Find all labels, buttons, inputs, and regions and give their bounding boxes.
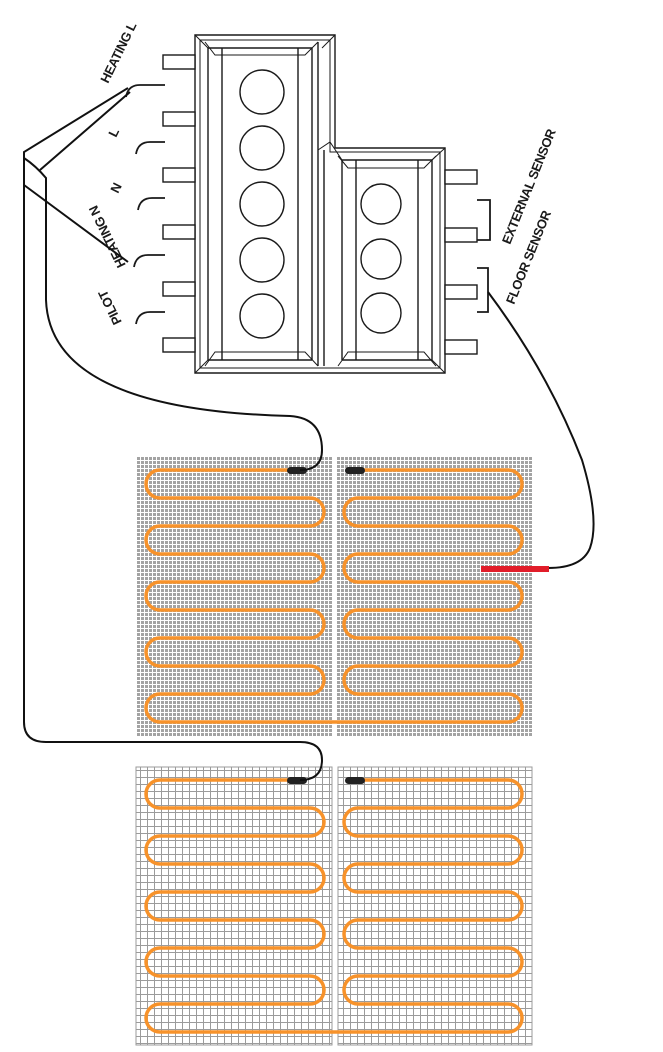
lower-mat-right-panel bbox=[337, 766, 533, 1046]
lower-mat-heating-cable bbox=[144, 778, 524, 1034]
wires bbox=[23, 87, 595, 781]
lower-mat-cold-lead-end bbox=[287, 777, 307, 784]
label-l: L bbox=[105, 126, 122, 140]
upper-mat-heating-cable bbox=[144, 468, 524, 724]
screw-heating-l bbox=[239, 69, 285, 115]
wire-heating-n-upper-mat bbox=[23, 157, 324, 471]
screw-n bbox=[239, 181, 285, 227]
label-heating-l: HEATING L bbox=[97, 19, 139, 85]
floor-sensor-probe bbox=[481, 566, 549, 572]
screw-heating-n bbox=[239, 237, 285, 283]
upper-mat-cold-lead-end bbox=[287, 467, 307, 474]
wire-heating-l-n-cross bbox=[23, 91, 131, 263]
label-external-sensor: EXTERNAL SENSOR bbox=[499, 126, 559, 246]
upper-mat-left-panel bbox=[136, 457, 332, 737]
label-heating-n: HEATING N bbox=[86, 204, 129, 271]
label-pilot: PILOT bbox=[95, 288, 125, 328]
lower-mat-left-panel bbox=[135, 766, 333, 1046]
upper-mat-cable-end bbox=[345, 467, 365, 474]
screw-pilot bbox=[239, 293, 285, 339]
screw-floor-sensor-1 bbox=[360, 238, 402, 280]
screw-floor-sensor-2 bbox=[360, 292, 402, 334]
wire-heating-l-lower-mat bbox=[23, 87, 324, 781]
terminal-block bbox=[194, 34, 446, 374]
terminal-tabs-left bbox=[162, 54, 196, 353]
wire-floor-sensor bbox=[487, 291, 595, 569]
terminal-screws bbox=[239, 69, 402, 339]
upper-mat-right-panel bbox=[336, 457, 532, 737]
label-n: N bbox=[107, 181, 124, 196]
terminal-tabs-right bbox=[444, 169, 478, 355]
screw-l bbox=[239, 125, 285, 171]
lower-mat bbox=[135, 766, 533, 1046]
screw-external-sensor bbox=[360, 183, 402, 225]
lower-mat-cable-end bbox=[345, 777, 365, 784]
upper-mat bbox=[136, 457, 532, 737]
